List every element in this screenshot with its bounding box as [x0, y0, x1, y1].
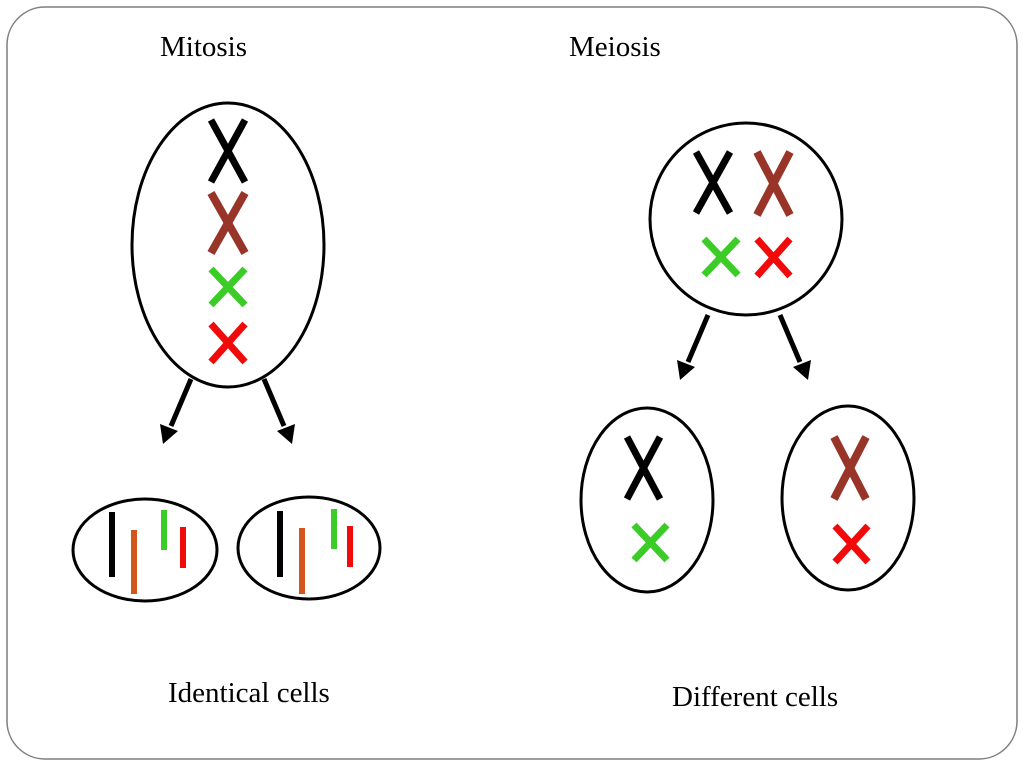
meiosis-arrow-right: [777, 314, 811, 380]
meiosis-daughter-cell-right: [780, 404, 916, 592]
daughter-cell-membrane: [780, 404, 916, 592]
different-cells-caption: Different cells: [672, 681, 838, 713]
chromosome-red: [832, 523, 871, 565]
chromosome-green: [208, 266, 248, 308]
chromosome-black: [207, 118, 249, 184]
daughter-cell-membrane: [236, 495, 382, 601]
chromosome-brown: [753, 150, 794, 217]
chromosome-green: [631, 522, 670, 563]
chromosome-black: [692, 150, 734, 215]
chromosome-red: [208, 321, 248, 365]
chromosome-brown: [207, 191, 249, 255]
mitosis-daughter-cell-right: [236, 495, 382, 601]
meiosis-arrow-left: [677, 314, 711, 380]
chromosome-brown: [830, 435, 870, 501]
meiosis-title: Meiosis: [569, 31, 661, 63]
chromosome-red: [754, 236, 793, 279]
chromosome-black: [623, 435, 664, 501]
mitosis-daughter-cell-left: [71, 497, 219, 603]
mitosis-arrow-right: [261, 378, 295, 444]
mitosis-arrow-left: [160, 378, 194, 444]
identical-cells-caption: Identical cells: [168, 677, 330, 709]
meiosis-parent-cell: [648, 121, 844, 317]
daughter-cell-membrane: [579, 406, 715, 594]
chromosome-green: [701, 236, 741, 278]
parent-cell-membrane: [648, 121, 844, 317]
mitosis-title: Mitosis: [160, 31, 247, 63]
slide-frame: [6, 6, 1018, 760]
meiosis-daughter-cell-left: [579, 406, 715, 594]
daughter-cell-membrane: [71, 497, 219, 603]
parent-cell-membrane: [130, 101, 326, 389]
mitosis-parent-cell: [130, 101, 326, 389]
